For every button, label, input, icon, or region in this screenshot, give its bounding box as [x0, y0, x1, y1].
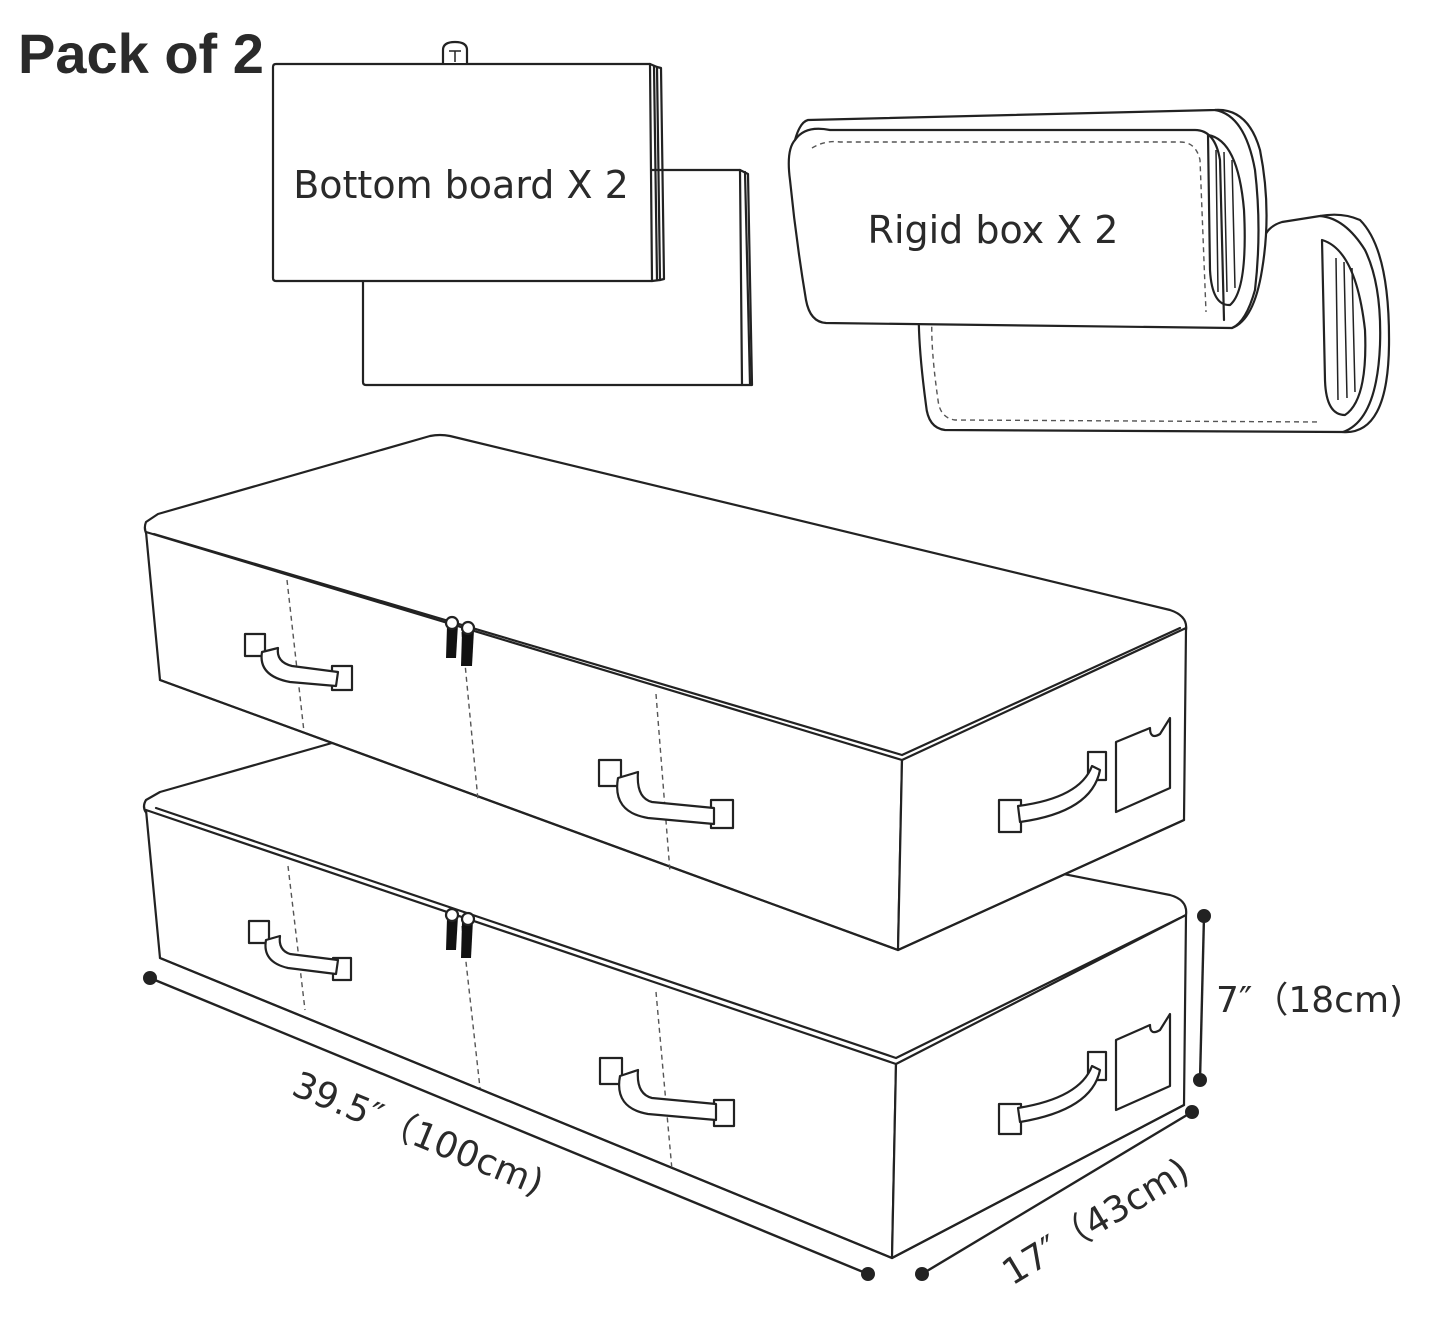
- zipper-pulls-bottom: [444, 907, 476, 958]
- handle-left-bottom: [247, 919, 353, 982]
- bottom-board-front: [271, 40, 666, 283]
- pack-title: Pack of 2: [18, 22, 264, 85]
- rigid-box-front: [787, 108, 1268, 330]
- zipper-pulls-top: [444, 615, 476, 666]
- handle-left-top: [243, 632, 354, 692]
- storage-bag-bottom: [142, 733, 1188, 1260]
- handle-right-top: [597, 758, 735, 830]
- dimension-height: 7″（18cm): [1193, 909, 1403, 1087]
- handle-side-bottom: [997, 1050, 1108, 1136]
- label-window-bottom: [1114, 1012, 1172, 1112]
- height-label: 7″（18cm): [1216, 980, 1403, 1021]
- handle-right-bottom: [598, 1056, 736, 1128]
- rigid-boxes-illustration: Rigid box X 2: [787, 108, 1391, 434]
- bottom-board-label: Bottom board X 2: [293, 163, 629, 207]
- bottom-boards-illustration: Bottom board X 2: [271, 40, 754, 387]
- rigid-box-label: Rigid box X 2: [868, 208, 1119, 252]
- label-window-top: [1114, 716, 1172, 814]
- storage-bag-top: [143, 433, 1188, 952]
- handle-side-top: [997, 750, 1108, 834]
